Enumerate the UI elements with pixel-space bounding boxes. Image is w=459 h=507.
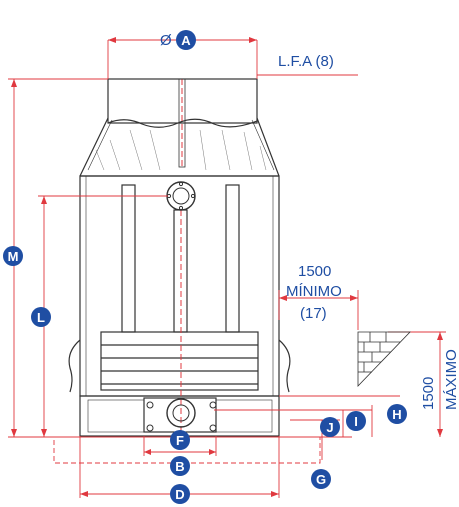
inlet-flange [166,181,196,211]
svg-text:A: A [181,33,191,48]
dimension-lines [8,39,446,498]
badge-l: L [31,307,51,327]
badge-i: I [346,411,366,431]
svg-text:G: G [316,472,326,487]
badge-a: A [176,30,196,50]
badge-d: D [170,484,190,504]
wall-obstacle [357,331,411,387]
min-distance-value: 1500 [298,263,331,280]
center-shaft [178,78,186,440]
min-distance-ref: (17) [300,305,327,322]
svg-text:M: M [8,249,19,264]
diameter-symbol: Ø [160,32,172,49]
outlet-flange [146,398,217,432]
max-height-word: MÁXIMO [443,349,459,410]
svg-text:J: J [326,420,333,435]
min-distance-word: MÍNIMO [286,283,342,300]
tower-outline [68,78,291,437]
badge-f: F [170,430,190,450]
badge-g: G [311,469,331,489]
badge-h: H [387,404,407,424]
svg-text:I: I [354,414,358,429]
svg-text:F: F [176,433,184,448]
badge-j: J [320,417,340,437]
badge-b: B [170,456,190,476]
max-height-value: 1500 [420,377,437,410]
badge-m: M [3,246,23,266]
lfa-label: L.F.A (8) [278,53,334,70]
arrowheads [11,37,443,497]
svg-text:D: D [175,487,184,502]
hood-hatching [95,129,267,171]
svg-text:B: B [175,459,184,474]
svg-text:H: H [392,407,401,422]
svg-text:L: L [37,310,45,325]
